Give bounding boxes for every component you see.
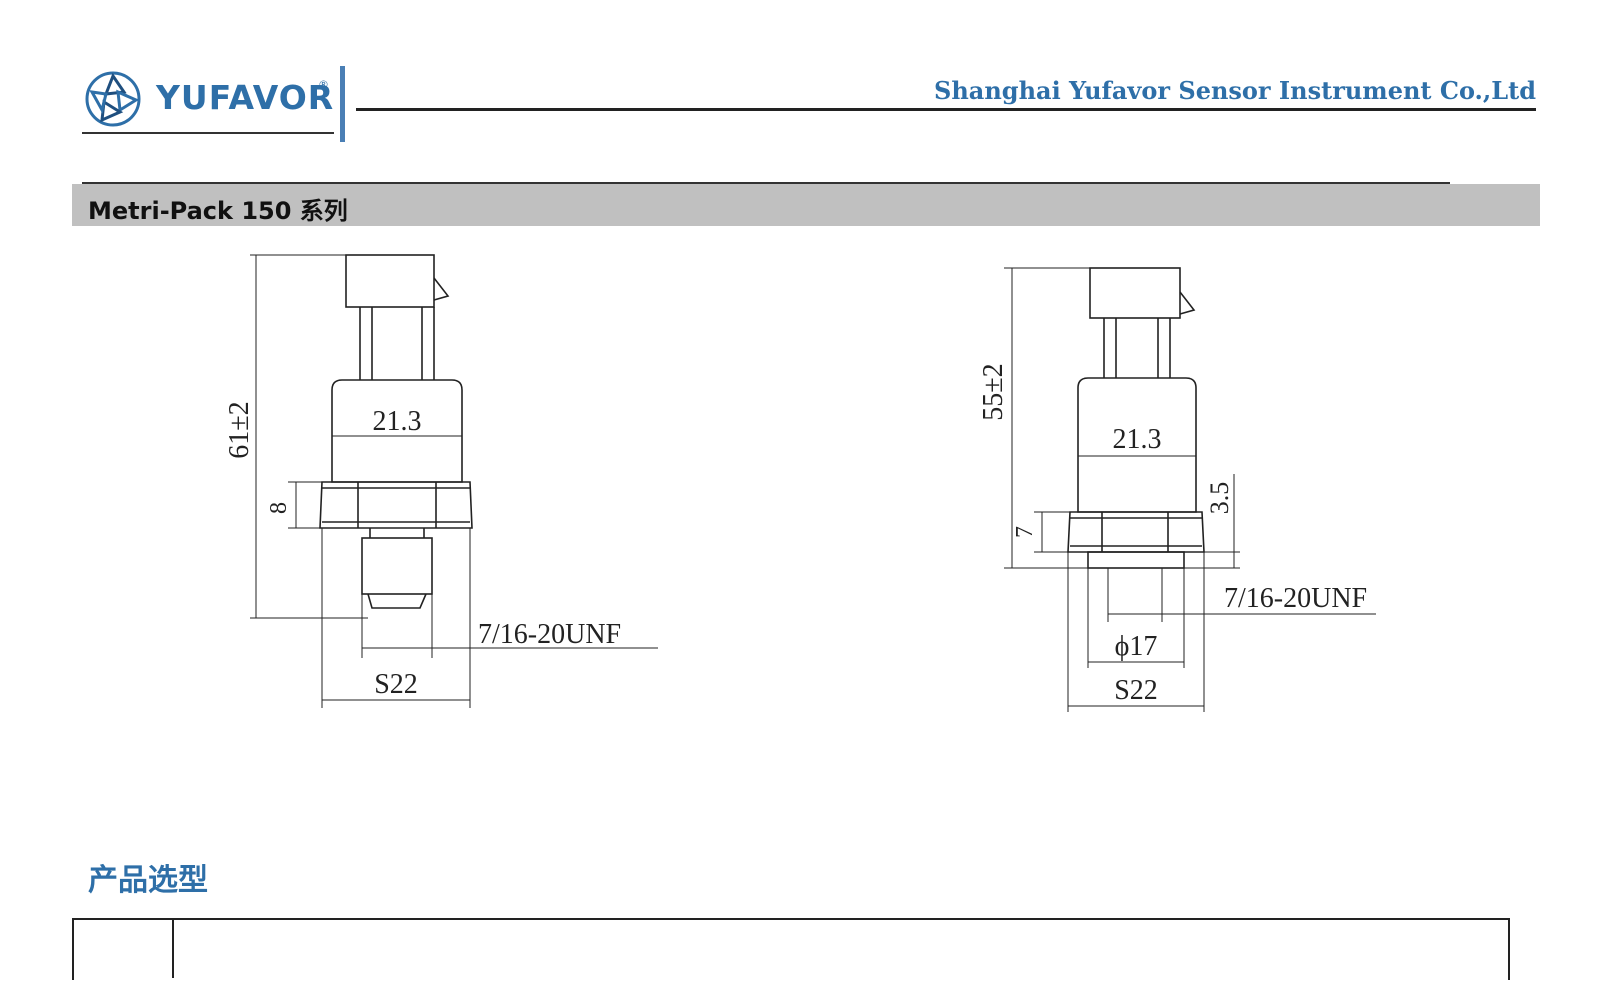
sensor-body-right <box>1077 377 1197 513</box>
left-thread-label: 7/16-20UNF <box>478 619 621 650</box>
right-hex-size: S22 <box>1114 675 1158 706</box>
product-selection-title: 产品选型 <box>88 863 208 898</box>
connector-head <box>345 254 435 308</box>
left-hex-height-dim: 8 <box>266 502 292 514</box>
dimension-drawings: 61±2 8 21.3 7/16-20UNF S22 <box>224 254 1376 712</box>
yufavor-logo-icon <box>85 71 141 127</box>
hex-nut <box>319 481 473 529</box>
selection-table <box>72 918 1510 980</box>
right-diameter-label: ϕ17 <box>1115 631 1158 662</box>
section-top-rule <box>82 182 1450 184</box>
left-height-dim: 61±2 <box>224 401 255 458</box>
header-divider-bar <box>340 66 345 142</box>
right-shoulder-dim: 3.5 <box>1205 482 1234 515</box>
section-header-bar <box>72 184 1540 226</box>
right-height-dim: 55±2 <box>978 363 1009 420</box>
sensor-body <box>331 379 463 483</box>
drawing-right-labels: 55±2 7 3.5 21.3 7/16-20UNF ϕ17 S22 <box>978 363 1367 706</box>
connector-latch <box>433 277 450 301</box>
table-column-divider <box>172 918 174 978</box>
connector-head-right <box>1089 267 1181 319</box>
section-title: Metri-Pack 150 系列 <box>88 197 348 225</box>
left-hex-size: S22 <box>374 669 418 700</box>
header-rule <box>356 108 1536 111</box>
drawing-right <box>1004 267 1376 712</box>
logo-underline <box>82 132 334 134</box>
left-width-dim: 21.3 <box>373 406 422 437</box>
shoulder-right <box>1087 551 1185 569</box>
brand-name: YUFAVOR <box>156 78 335 117</box>
drawing-left <box>250 254 658 708</box>
thread-stub <box>361 537 433 595</box>
drawing-left-labels: 61±2 8 21.3 7/16-20UNF S22 <box>224 401 621 700</box>
right-width-dim: 21.3 <box>1113 424 1162 455</box>
right-hex-height-dim: 7 <box>1012 526 1038 538</box>
registered-mark: ® <box>318 78 329 91</box>
right-thread-label: 7/16-20UNF <box>1224 583 1367 614</box>
company-name: Shanghai Yufavor Sensor Instrument Co.,L… <box>934 76 1536 105</box>
